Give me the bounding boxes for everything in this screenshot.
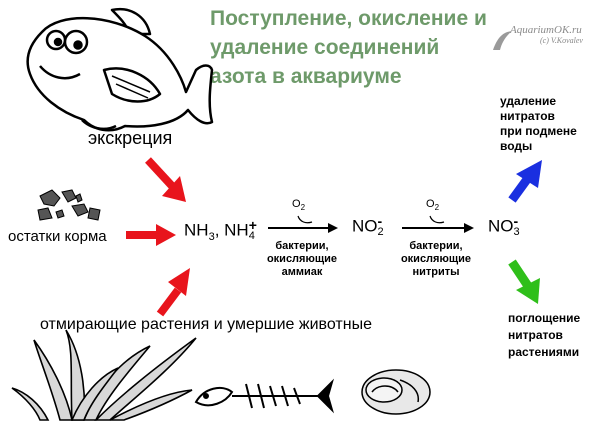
removal-line-2: нитратов bbox=[500, 109, 555, 123]
blue-arrow-removal bbox=[508, 160, 542, 203]
oxygen-label-2: O2 bbox=[426, 198, 439, 212]
removal-line-1: удаление bbox=[500, 94, 557, 108]
red-arrow-food bbox=[126, 224, 176, 246]
ammonia-formula: NH3, NH+4 bbox=[184, 217, 257, 243]
label-dead-matter: отмирающие растения и умершие животные bbox=[40, 316, 372, 333]
label-excretion: экскреция bbox=[88, 128, 173, 148]
nh4-base: NH bbox=[224, 220, 249, 240]
fish-skeleton-icon bbox=[194, 378, 335, 414]
removal-line-3: при подмене bbox=[500, 124, 577, 138]
green-arrow-uptake bbox=[508, 259, 540, 304]
reaction-arrow-1 bbox=[268, 223, 338, 233]
label-food-residue: остатки корма bbox=[8, 228, 107, 245]
nitrite-sub: 2 bbox=[377, 226, 384, 238]
nitrite-charge: - bbox=[377, 213, 383, 229]
bacteria-label-ammonia: бактерии, окисляющие аммиак bbox=[264, 240, 340, 279]
nitrate-base: NO bbox=[488, 216, 514, 236]
reaction-arrow-2 bbox=[402, 223, 474, 233]
oxygen-label-1: O2 bbox=[292, 198, 305, 212]
bacteria-label-nitrite: бактерии, окисляющие нитриты bbox=[398, 240, 474, 279]
watermark-site: AquariumOK.ru bbox=[510, 24, 582, 36]
bacteria-ammonia-line-3: аммиак bbox=[281, 266, 323, 278]
ammonia-separator: , bbox=[214, 220, 220, 240]
bacteria-ammonia-line-2: окисляющие bbox=[266, 253, 338, 265]
label-nitrate-uptake: поглощение нитратов растениями bbox=[508, 310, 580, 361]
nitrate-sub: 3 bbox=[513, 226, 520, 238]
uptake-line-2: нитратов bbox=[508, 328, 563, 342]
oxygen-hook-2 bbox=[429, 215, 445, 224]
nitrate-formula: NO-3 bbox=[488, 213, 520, 238]
oxygen-2-sub: 2 bbox=[434, 203, 440, 213]
bacteria-nitrite-line-1: бактерии, bbox=[409, 240, 463, 252]
snail-shell-icon bbox=[361, 369, 431, 415]
oxygen-1-sub: 2 bbox=[300, 203, 306, 213]
oxygen-1-base: O bbox=[292, 198, 301, 210]
title-line-1: Поступление, окисление и bbox=[210, 7, 487, 30]
nh3-sub: 3 bbox=[208, 230, 215, 243]
bacteria-ammonia-line-1: бактерии, bbox=[275, 240, 329, 252]
uptake-line-1: поглощение bbox=[508, 311, 581, 325]
title-line-3: азота в аквариуме bbox=[210, 65, 402, 88]
bacteria-nitrite-line-2: окисляющие bbox=[400, 253, 472, 265]
food-pellets-icon bbox=[37, 189, 101, 221]
page-title: Поступление, окисление и удаление соедин… bbox=[210, 4, 540, 91]
nitrate-charge: - bbox=[513, 213, 519, 229]
removal-line-4: воды bbox=[500, 139, 533, 153]
aquatic-plant-icon bbox=[11, 329, 197, 421]
watermark-logo-icon bbox=[493, 31, 512, 50]
watermark: AquariumOK.ru (c) V.Kovalev bbox=[488, 24, 613, 45]
nitrite-formula: NO-2 bbox=[352, 213, 384, 238]
fish-icon bbox=[26, 7, 214, 132]
bacteria-nitrite-line-3: нитриты bbox=[412, 266, 460, 278]
nh4-sub: 4 bbox=[248, 230, 255, 242]
red-arrow-dead-matter bbox=[156, 268, 190, 317]
oxygen-2-base: O bbox=[426, 198, 435, 210]
label-nitrate-removal: удаление нитратов при подмене воды bbox=[500, 94, 577, 154]
nitrite-base: NO bbox=[352, 216, 378, 236]
nh3-base: NH bbox=[184, 220, 209, 240]
title-line-2: удаление соединений bbox=[210, 36, 440, 59]
watermark-author: (c) V.Kovalev bbox=[540, 36, 583, 45]
nh4-charge: + bbox=[248, 217, 257, 233]
oxygen-hook-1 bbox=[297, 215, 313, 224]
uptake-line-3: растениями bbox=[508, 345, 580, 359]
red-arrow-excretion bbox=[145, 157, 186, 202]
